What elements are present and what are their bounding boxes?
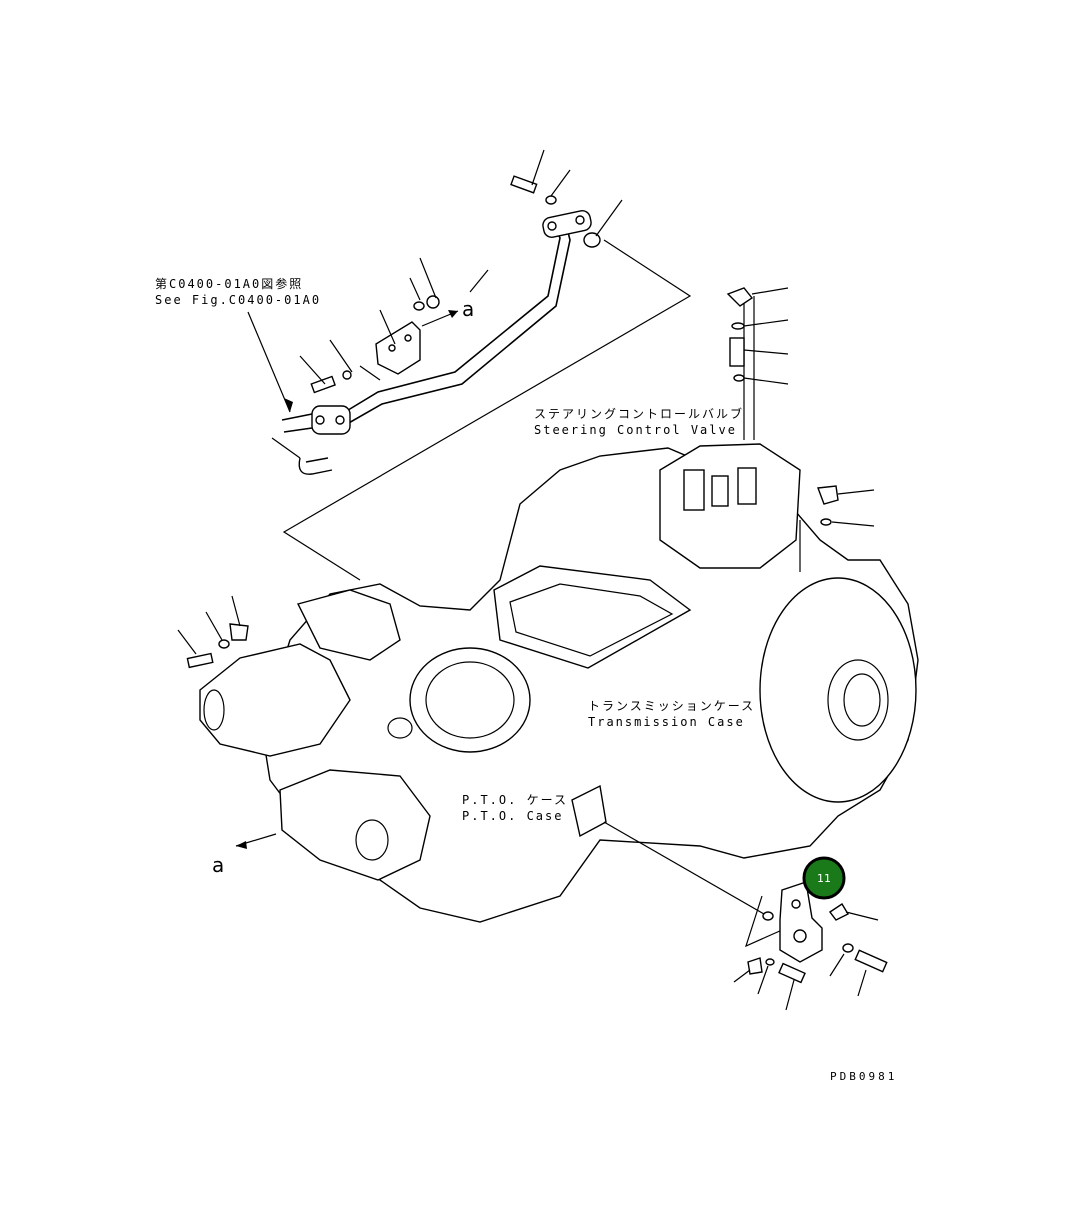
- tc-label-en: Transmission Case: [588, 715, 745, 729]
- guide-line: [282, 239, 692, 581]
- arrow-label-a-top: a: [462, 297, 474, 321]
- drawing-code: PDB0981: [830, 1070, 897, 1083]
- steering-control-valve: ステアリングコントロールバルブ Steering Control Valve: [534, 287, 875, 572]
- ref-label-en: See Fig.C0400-01A0: [155, 293, 321, 307]
- bracket-assembly: [603, 821, 888, 1011]
- tc-label-jp: トランスミッションケース: [588, 699, 755, 713]
- callout-number: 11: [817, 872, 831, 885]
- scv-label-en: Steering Control Valve: [534, 423, 737, 437]
- callout-11[interactable]: 11: [802, 856, 846, 900]
- pto-label-jp: P.T.O. ケース: [462, 793, 568, 807]
- ref-label-jp: 第C0400-01A0図参照: [155, 276, 303, 291]
- scv-label-jp: ステアリングコントロールバルブ: [534, 406, 744, 421]
- pipe-assembly: a 第C0400-01A0図参照 See Fig.C0400-01A0: [155, 149, 623, 475]
- pto-label-en: P.T.O. Case: [462, 809, 563, 823]
- transmission-body: a: [177, 447, 919, 923]
- arrow-label-a-left: a: [212, 853, 224, 877]
